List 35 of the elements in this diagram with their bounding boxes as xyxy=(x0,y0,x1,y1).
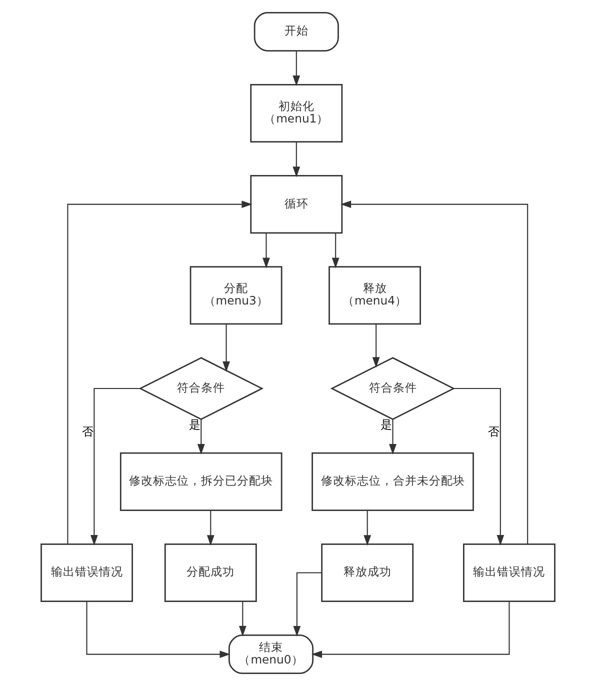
edge-label: 否 xyxy=(81,424,94,439)
node-box: 分配成功 xyxy=(164,543,256,602)
arrow xyxy=(292,51,300,86)
edge-label: 是 xyxy=(188,418,200,432)
node-box: 输出错误情况 xyxy=(462,543,555,602)
node-box: 修改标志位，合并未分配块 xyxy=(311,452,474,511)
arrow xyxy=(196,420,204,455)
arrow xyxy=(292,142,300,178)
arrow xyxy=(292,572,322,637)
arrow xyxy=(66,200,252,544)
arrow xyxy=(340,200,528,544)
edge-label: 否 xyxy=(488,424,500,438)
arrow xyxy=(262,233,270,268)
arrow xyxy=(331,233,339,268)
arrow xyxy=(90,388,140,546)
node-box: 分配 （menu3） xyxy=(189,266,282,325)
node-box: 修改标志位，拆分已分配块 xyxy=(119,452,282,511)
arrow xyxy=(206,510,214,546)
node-box: 结束 （menu0） xyxy=(228,634,314,674)
node-box: 输出错误情况 xyxy=(40,543,132,602)
edge-label: 是 xyxy=(380,418,392,432)
arrow xyxy=(388,420,396,455)
node-box: 释放 （menu4） xyxy=(328,266,420,325)
node-diamond: 符合条件 xyxy=(138,357,264,420)
node-box: 循环 xyxy=(250,175,342,234)
arrow xyxy=(222,324,230,372)
node-box: 初始化 （menu1） xyxy=(250,84,342,143)
arrow xyxy=(86,602,230,658)
arrow xyxy=(363,510,371,546)
arrow xyxy=(372,324,380,368)
node-box: 释放成功 xyxy=(320,543,414,602)
arrow xyxy=(238,602,246,636)
arrow xyxy=(453,388,504,546)
arrow xyxy=(310,602,510,658)
node-box: 开始 xyxy=(253,12,338,52)
